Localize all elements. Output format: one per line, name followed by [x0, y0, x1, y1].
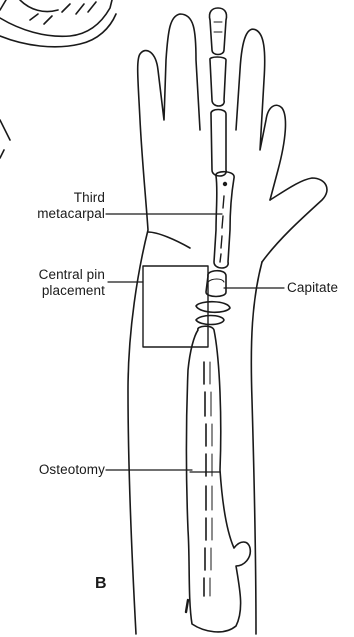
- label-third-metacarpal: Third metacarpal: [8, 190, 105, 222]
- phalanges: [209, 8, 226, 176]
- hand-forearm-outline: [128, 14, 327, 634]
- leader-lines: [106, 214, 284, 470]
- panel-label: B: [95, 575, 107, 594]
- radius-bone: [186, 326, 250, 632]
- label-central-pin-line2: placement: [4, 283, 105, 299]
- label-central-pin-line1: Central pin: [4, 267, 105, 283]
- carpal-bones: [196, 302, 230, 325]
- label-central-pin-placement: Central pin placement: [4, 267, 105, 299]
- label-third-metacarpal-line2: metacarpal: [8, 206, 105, 222]
- capitate-bone: [206, 271, 226, 297]
- partial-hand-drawing: [0, 0, 116, 158]
- pin-placement-bracket: [143, 266, 208, 347]
- label-capitate: Capitate: [287, 280, 338, 296]
- label-third-metacarpal-line1: Third: [8, 190, 105, 206]
- label-osteotomy: Osteotomy: [6, 462, 105, 478]
- third-metacarpal-bone: [214, 172, 234, 268]
